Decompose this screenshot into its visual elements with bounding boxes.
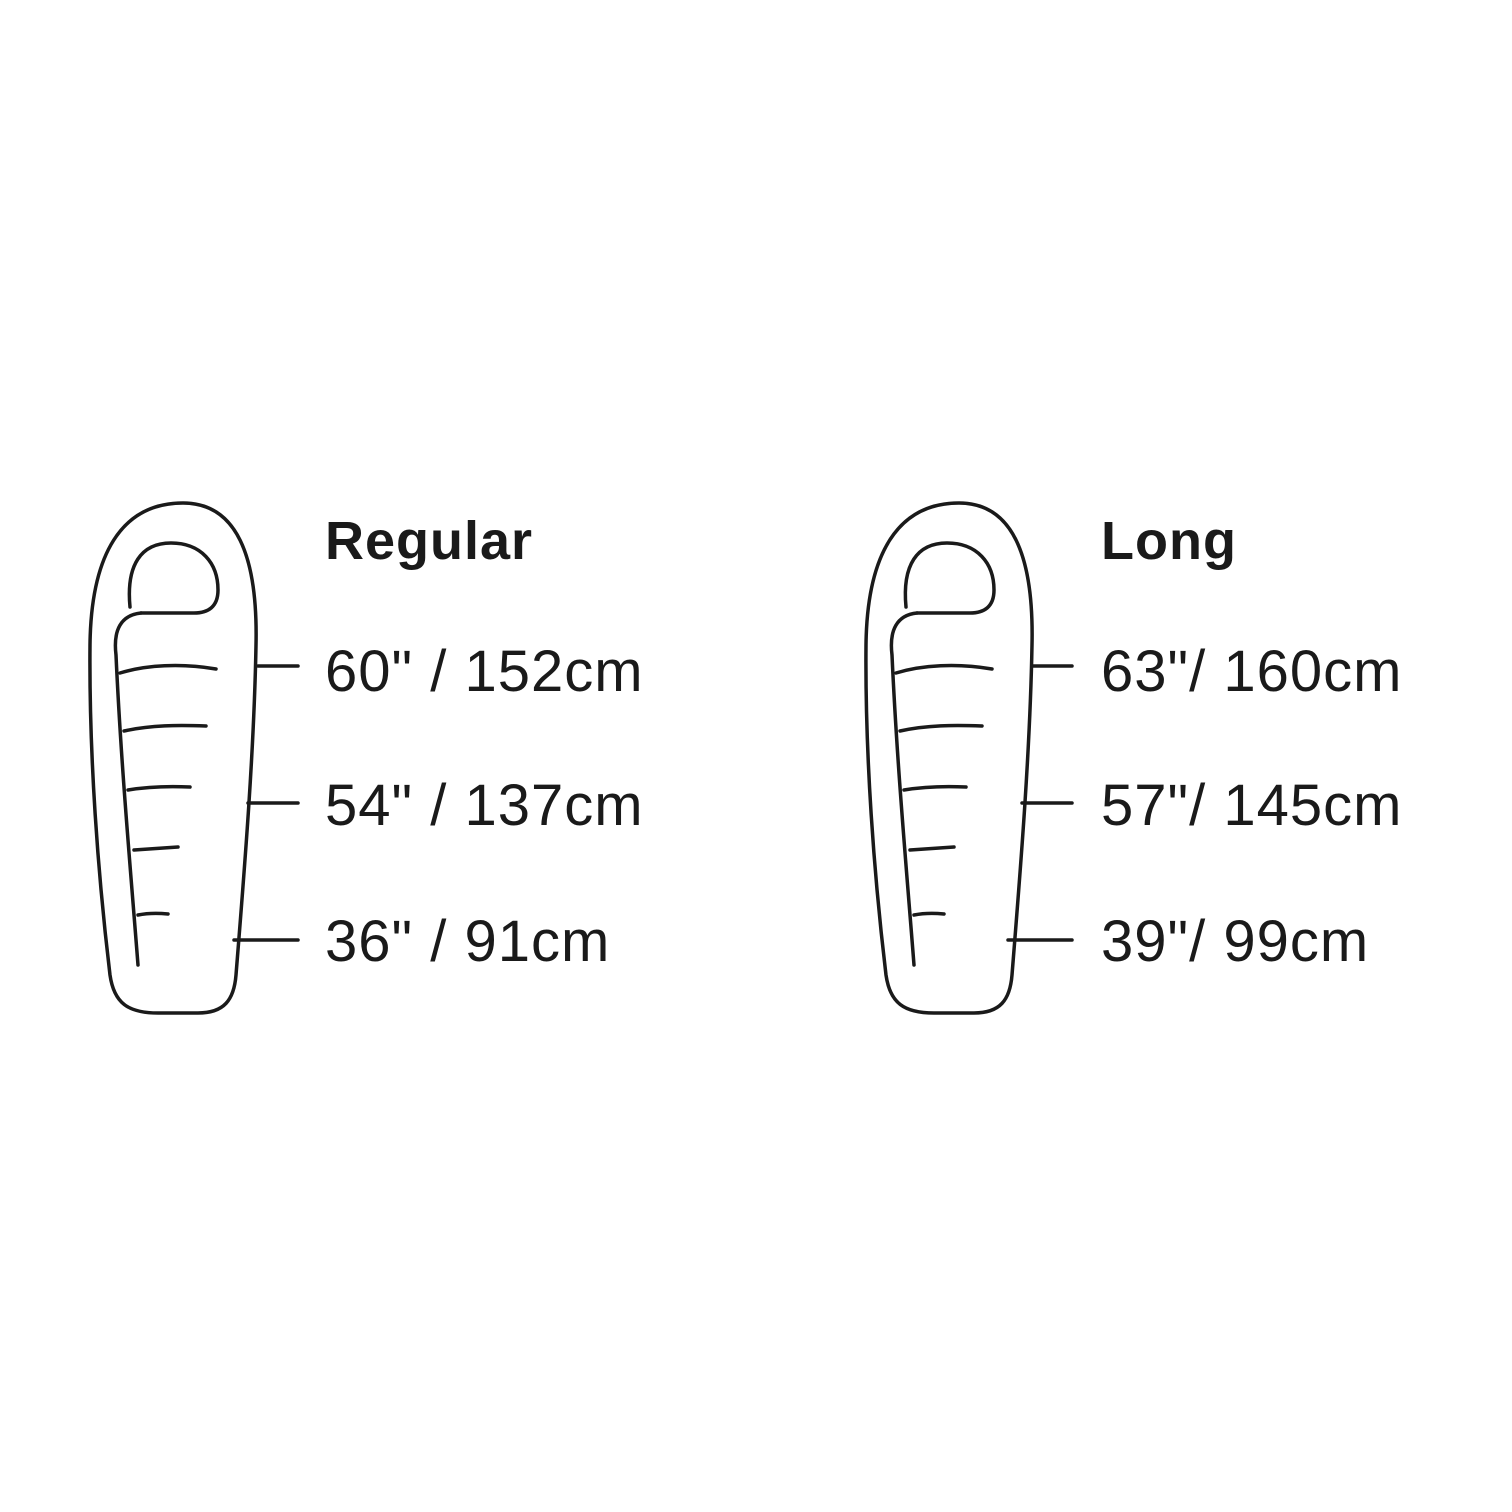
measurement-ticks <box>1006 664 1074 942</box>
size-long-group: Long 63"/ 160cm 57"/ 145cm 39"/ 99cm <box>776 0 1512 1512</box>
hip-measurement: 54" / 137cm <box>325 773 644 838</box>
shoulder-measurement: 63"/ 160cm <box>1101 639 1403 704</box>
size-title-regular: Regular <box>325 511 534 571</box>
sleeping-bag-icon <box>86 495 316 1020</box>
size-regular-group: Regular 60" / 152cm 54" / 137cm 36" / 91… <box>86 495 644 1020</box>
foot-measurement: 39"/ 99cm <box>1101 909 1370 974</box>
sleeping-bag-icon <box>862 495 1092 1020</box>
measurement-ticks <box>232 664 300 942</box>
hip-measurement: 57"/ 145cm <box>1101 773 1403 838</box>
size-title-long: Long <box>1101 511 1237 571</box>
foot-measurement: 36" / 91cm <box>325 909 611 974</box>
shoulder-measurement: 60" / 152cm <box>325 639 644 704</box>
